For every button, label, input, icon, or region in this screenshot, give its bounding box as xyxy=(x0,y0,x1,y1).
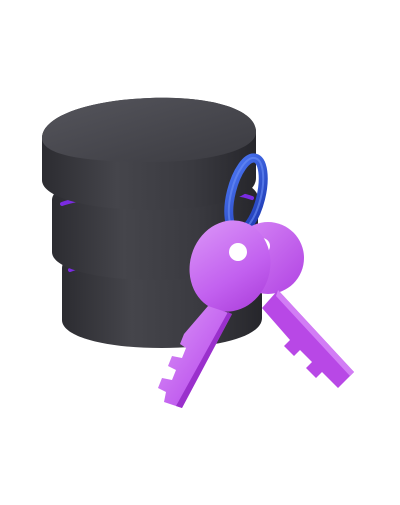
database-disk-top xyxy=(42,97,256,210)
key-front-icon xyxy=(158,220,271,408)
